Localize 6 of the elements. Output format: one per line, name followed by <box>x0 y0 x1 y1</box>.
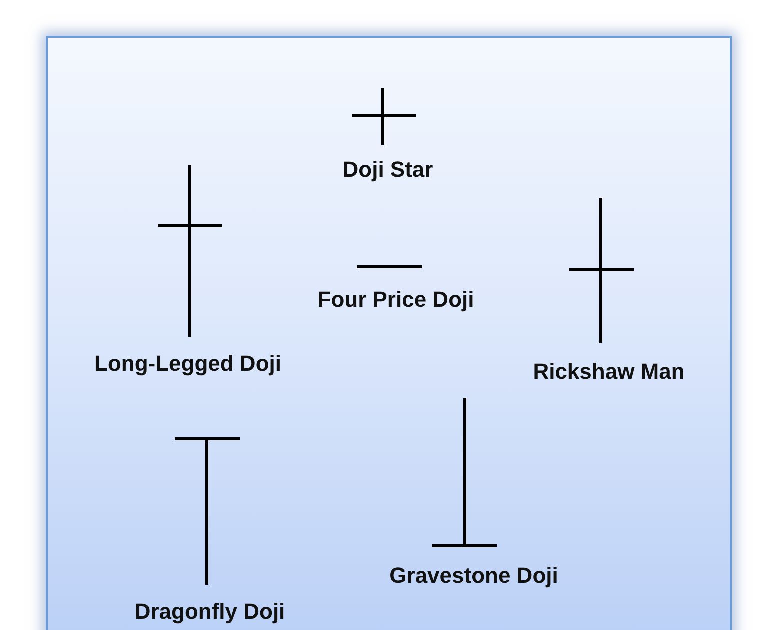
candlestick-label: Gravestone Doji <box>390 563 558 589</box>
candlestick-label: Dragonfly Doji <box>134 599 286 625</box>
candlestick-label: Four Price Doji <box>318 287 474 313</box>
candlestick-label: Rickshaw Man <box>533 359 685 385</box>
candlestick-label: Long-Legged Doji <box>94 351 282 377</box>
candlestick-label: Doji Star <box>342 157 434 183</box>
